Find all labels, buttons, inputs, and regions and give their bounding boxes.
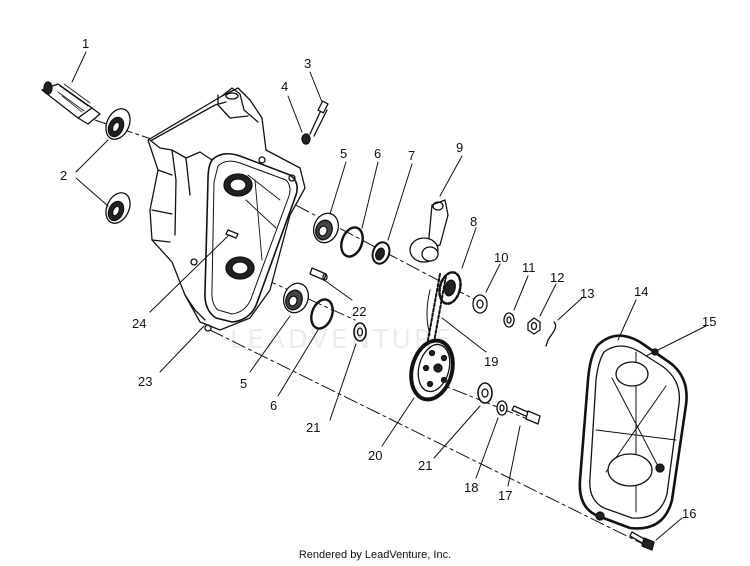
part-11-washer xyxy=(503,312,515,328)
callout-14: 14 xyxy=(634,284,648,299)
callout-8: 8 xyxy=(470,214,477,229)
callout-19: 19 xyxy=(484,354,498,369)
footer-credit: Rendered by LeadVenture, Inc. xyxy=(298,549,452,561)
callout-6-lower: 6 xyxy=(270,398,277,413)
part-21-upper-washer xyxy=(353,322,367,342)
callout-24: 24 xyxy=(132,316,146,331)
callout-labels: 1 2 3 4 5 5 6 6 7 8 9 10 11 12 13 14 15 … xyxy=(60,36,716,521)
callout-20: 20 xyxy=(368,448,382,463)
part-7-seal xyxy=(371,241,391,265)
callout-18: 18 xyxy=(464,480,478,495)
callout-1: 1 xyxy=(82,36,89,51)
part-24-dowel xyxy=(225,229,239,239)
callout-10: 10 xyxy=(494,250,508,265)
callout-21-upper: 21 xyxy=(306,420,320,435)
part-18-washer xyxy=(496,400,508,416)
callout-13: 13 xyxy=(580,286,594,301)
part-6-upper-oring xyxy=(340,226,364,258)
part-12-nut xyxy=(527,317,541,335)
part-6-lower-oring xyxy=(310,298,334,330)
callout-23: 23 xyxy=(138,374,152,389)
callout-5-upper: 5 xyxy=(340,146,347,161)
callout-5-lower: 5 xyxy=(240,376,247,391)
callout-9: 9 xyxy=(456,140,463,155)
callout-12: 12 xyxy=(550,270,564,285)
callout-6-upper: 6 xyxy=(374,146,381,161)
part-15-cover xyxy=(589,345,681,521)
part-13-pin xyxy=(545,321,557,347)
part-9-tensioner xyxy=(409,199,449,263)
part-10-washer xyxy=(472,294,488,314)
callout-3: 3 xyxy=(304,56,311,71)
part-2-lower-seal xyxy=(105,192,131,224)
part-1-shaft xyxy=(41,81,101,125)
part-21-lower-washer xyxy=(477,382,493,404)
callout-11: 11 xyxy=(522,260,536,275)
part-19-chain xyxy=(426,273,447,343)
callout-15: 15 xyxy=(702,314,716,329)
part-22-dowel xyxy=(309,267,328,281)
part-5-lower-bearing xyxy=(282,282,310,314)
callout-17: 17 xyxy=(498,488,512,503)
part-4-nut xyxy=(301,133,311,145)
callout-7: 7 xyxy=(408,148,415,163)
leader-lines xyxy=(71,51,707,541)
part-5-upper-bearing xyxy=(312,212,340,244)
callout-16: 16 xyxy=(682,506,696,521)
part-3-bolt xyxy=(309,100,329,137)
part-16-bolt xyxy=(629,531,655,551)
callout-2: 2 xyxy=(60,168,67,183)
callout-4: 4 xyxy=(281,79,288,94)
chaincase-housing xyxy=(147,87,306,332)
part-2-upper-seal xyxy=(105,108,131,140)
callout-21-lower: 21 xyxy=(418,458,432,473)
watermark: LEADVENTURE xyxy=(230,325,455,355)
part-20-lower-gear xyxy=(409,338,455,402)
part-17-bolt xyxy=(511,405,541,425)
callout-22: 22 xyxy=(352,304,366,319)
